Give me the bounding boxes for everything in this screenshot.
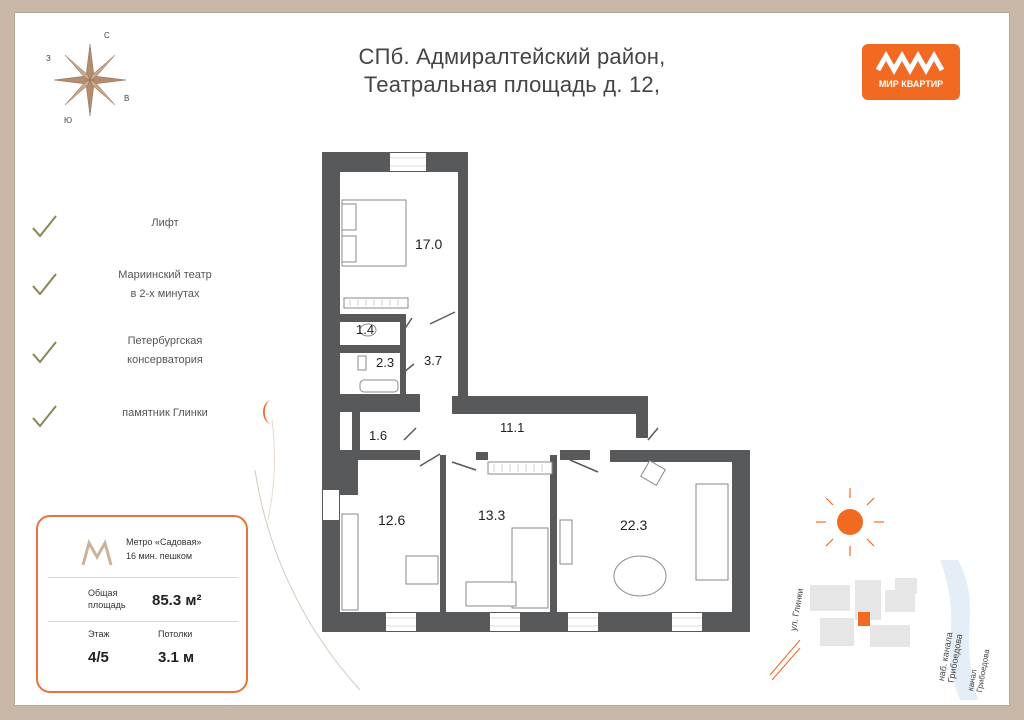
window <box>672 613 702 631</box>
bathtub <box>359 379 399 393</box>
window <box>490 613 520 631</box>
wall <box>400 314 406 394</box>
address-line-1: СПб. Адмиралтейский район, <box>358 44 666 69</box>
wall <box>360 450 420 458</box>
door <box>403 427 417 441</box>
wall <box>322 152 340 632</box>
location-map <box>810 560 978 700</box>
bed <box>511 527 549 609</box>
wall <box>458 152 468 402</box>
checkmark-icon <box>32 405 57 428</box>
logo-name: МИР КВАРТИР <box>878 79 944 89</box>
feature-label: Мариинский театр в 2-х минутах <box>118 269 212 300</box>
room-area-label: 17.0 <box>415 236 443 252</box>
wall <box>440 455 446 615</box>
door <box>451 461 477 471</box>
window <box>323 490 339 520</box>
door <box>403 317 413 331</box>
wall <box>452 396 647 414</box>
coffee-table <box>613 555 667 597</box>
room-area-label: 11.1 <box>500 420 525 435</box>
wall <box>732 450 750 632</box>
info-card: Метро «Садовая» 16 мин. пешком Общая пло… <box>36 515 248 693</box>
feature-label: памятник Глинки <box>122 407 208 419</box>
window <box>568 613 598 631</box>
wall <box>476 452 488 460</box>
toilet <box>359 323 377 337</box>
door <box>647 427 659 441</box>
room-area-label: 12.6 <box>378 512 406 528</box>
room-area-label: 1.4 <box>356 322 375 337</box>
wall <box>340 345 402 353</box>
pillow <box>341 203 357 231</box>
logo-mark-icon <box>875 50 945 76</box>
area-value: 85.3 м² <box>152 592 202 609</box>
window <box>386 613 416 631</box>
building-marker <box>858 612 870 626</box>
ceiling-value: 3.1 м <box>158 649 195 666</box>
wall <box>340 314 402 322</box>
ceiling-label: Потолки <box>158 629 193 639</box>
floor-value: 4/5 <box>88 649 109 666</box>
wall <box>610 450 750 462</box>
card-divider <box>48 577 238 578</box>
compass-rose <box>40 30 140 135</box>
wall <box>322 612 750 632</box>
sun-icon <box>816 488 884 556</box>
wall <box>340 394 420 412</box>
checkmark-icon <box>32 215 57 238</box>
metro-walk-time: 16 мин. пешком <box>126 551 193 561</box>
card-divider <box>48 621 238 622</box>
wardrobe <box>487 461 553 475</box>
wall <box>636 396 648 438</box>
door <box>403 363 415 373</box>
metro-name: Метро «Садовая» <box>126 537 202 547</box>
door <box>429 311 456 325</box>
room-area-label: 3.7 <box>424 353 443 368</box>
sofa <box>695 483 729 581</box>
wall <box>340 455 358 495</box>
wardrobe <box>343 297 409 309</box>
compass-icon <box>53 43 127 117</box>
feature-label: Петербургская консерватория <box>127 335 203 366</box>
desk <box>465 581 517 607</box>
window <box>390 153 426 171</box>
tv-stand <box>559 519 573 565</box>
dining-table <box>405 555 439 585</box>
room-area-label: 1.6 <box>369 428 388 443</box>
compass-east: В <box>124 94 130 103</box>
compass-west: З <box>46 54 51 63</box>
door <box>569 459 599 473</box>
pillow <box>341 235 357 263</box>
checkmark-icon <box>32 341 57 364</box>
room-area-label: 22.3 <box>620 517 648 533</box>
wall <box>550 455 557 615</box>
feature-label: Лифт <box>151 217 179 229</box>
company-logo: МИР КВАРТИР <box>862 44 960 100</box>
wall <box>352 412 360 450</box>
compass-south: Ю <box>64 116 73 125</box>
moon-icon <box>263 400 272 424</box>
address-line-2: Театральная площадь д. 12, <box>363 72 661 97</box>
room-area-label: 2.3 <box>376 355 395 370</box>
metro-icon <box>81 539 113 566</box>
kitchen-counter <box>341 513 359 611</box>
area-label: Общая площадь <box>88 588 126 610</box>
door <box>419 453 441 467</box>
room-area-label: 13.3 <box>478 507 506 523</box>
sink <box>357 355 367 371</box>
floor-label: Этаж <box>88 629 110 639</box>
wall <box>560 450 590 460</box>
compass-north: С <box>104 31 110 40</box>
armchair <box>640 460 666 486</box>
checkmark-icon <box>32 273 57 296</box>
